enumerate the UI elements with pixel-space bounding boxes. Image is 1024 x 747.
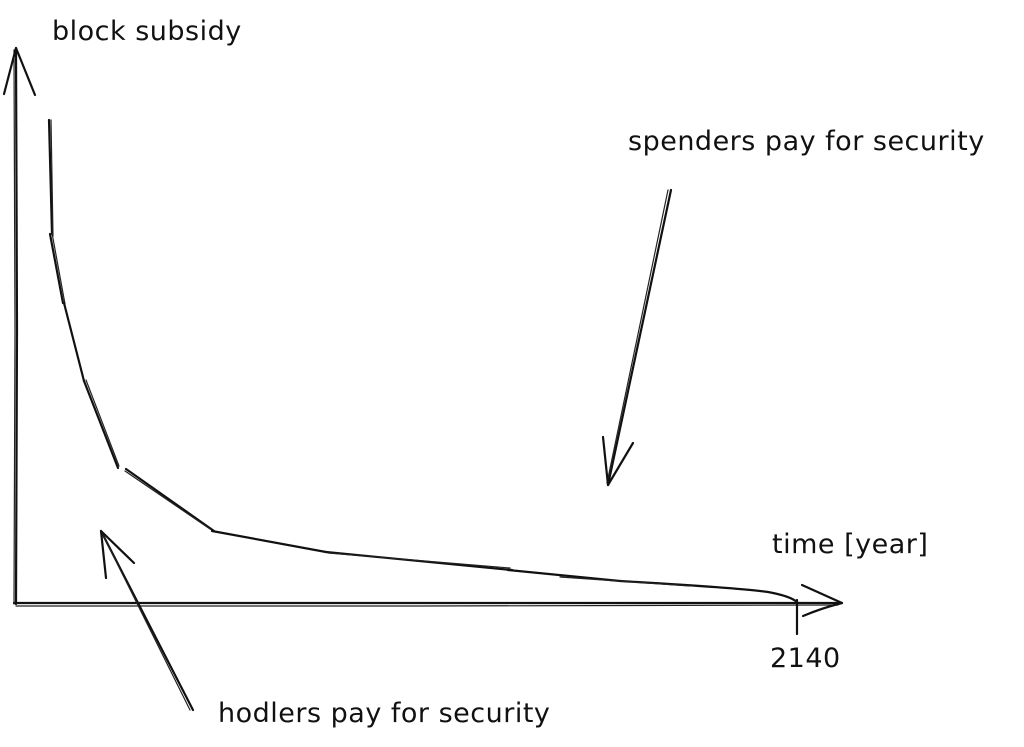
y-axis-label: block subsidy [52, 16, 242, 47]
arrow-hodlers-head-icon [99, 529, 136, 580]
x-axis-arrowhead-icon [800, 583, 844, 618]
y-axis-arrowhead-icon [2, 46, 37, 97]
arrow-spenders [601, 188, 673, 487]
arrow-hodlers [99, 529, 195, 712]
annotation-hodlers: hodlers pay for security [218, 698, 551, 729]
arrow-spenders-head-icon [601, 435, 635, 487]
annotation-spenders: spenders pay for security [628, 126, 985, 157]
y-axis [2, 46, 37, 606]
subsidy-curve [47, 118, 799, 604]
x-axis-label: time [year] [772, 529, 929, 560]
x-axis [12, 583, 844, 636]
x-tick-label-2140: 2140 [770, 643, 841, 674]
